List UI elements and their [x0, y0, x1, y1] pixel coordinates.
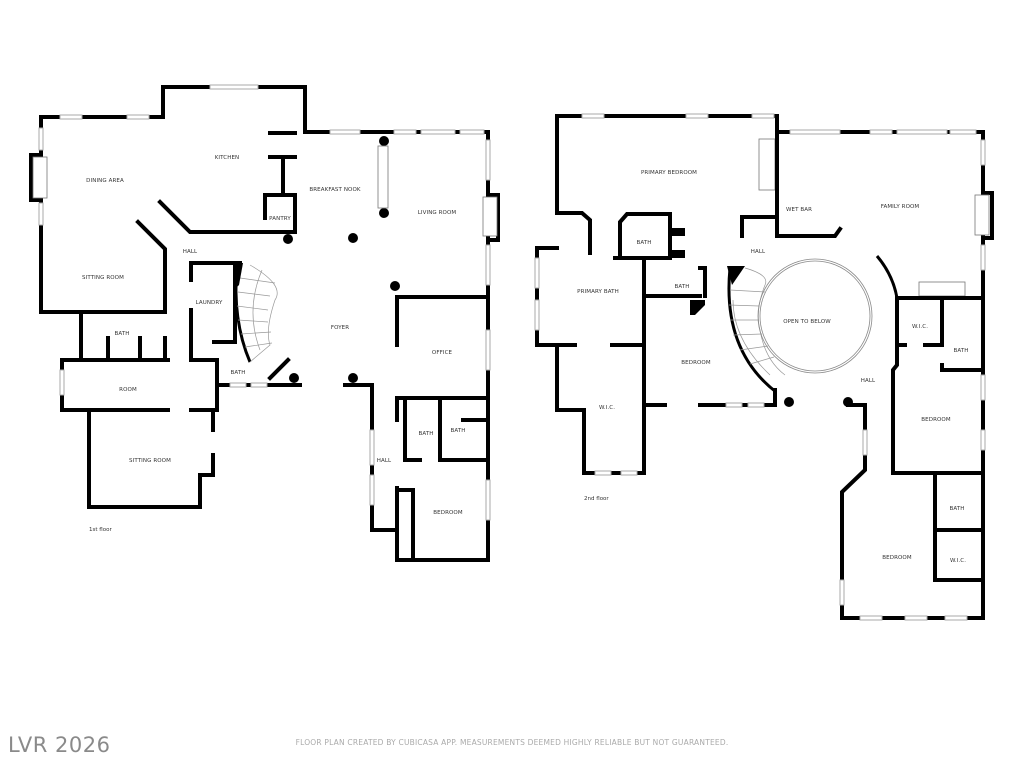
staircase-2 — [727, 266, 786, 394]
room-label-hall: HALL — [751, 249, 766, 255]
room-label-hall: HALL — [377, 458, 392, 464]
room-label-sitting: SITTING ROOM — [129, 458, 171, 464]
room-label-wic: W.I.C. — [912, 324, 928, 330]
room-label-wic: W.I.C. — [950, 558, 966, 564]
floor-2-labels: PRIMARY BEDROOM WET BAR FAMILY ROOM BATH… — [577, 170, 968, 564]
room-label-living: LIVING ROOM — [418, 210, 457, 216]
staircase-1 — [234, 263, 278, 363]
room-label-office: OFFICE — [432, 350, 453, 356]
room-label-bath: BATH — [114, 331, 129, 337]
room-label-bath: BATH — [450, 428, 465, 434]
room-label-bath: BATH — [636, 240, 651, 246]
room-label-dining: DINING AREA — [86, 178, 124, 184]
floor-1-walls — [29, 84, 500, 562]
room-label-wic: W.I.C. — [599, 405, 615, 411]
room-label-bedroom: BEDROOM — [681, 360, 711, 366]
floor-1-columns — [283, 136, 400, 383]
room-label-kitchen: KITCHEN — [215, 155, 240, 161]
room-label-bath: BATH — [949, 506, 964, 512]
floor-1-labels: DINING AREA KITCHEN BREAKFAST NOOK LIVIN… — [82, 155, 465, 533]
room-label-family: FAMILY ROOM — [881, 204, 920, 210]
room-label-bedroom: BEDROOM — [433, 510, 463, 516]
room-label-open-to-below: OPEN TO BELOW — [783, 319, 831, 325]
disclaimer-footer: FLOOR PLAN CREATED BY CUBICASA APP. MEAS… — [295, 738, 729, 747]
room-label-foyer: FOYER — [331, 325, 349, 331]
room-label-primary-bedroom: PRIMARY BEDROOM — [641, 170, 697, 176]
room-label-bath: BATH — [418, 431, 433, 437]
room-label-bedroom: BEDROOM — [921, 417, 951, 423]
room-label-bath: BATH — [230, 370, 245, 376]
room-label-bath: BATH — [674, 284, 689, 290]
floor-2-walls — [534, 113, 994, 621]
room-label-hall: HALL — [183, 249, 198, 255]
room-label-primary-bath: PRIMARY BATH — [577, 289, 619, 295]
floor-caption-1: 1st floor — [89, 527, 112, 533]
floor-2-columns — [784, 397, 853, 407]
room-label-room: ROOM — [119, 387, 137, 393]
room-label-laundry: LAUNDRY — [196, 300, 223, 306]
watermark: LVR 2026 — [8, 733, 111, 757]
room-label-breakfast: BREAKFAST NOOK — [309, 187, 361, 193]
room-label-bedroom: BEDROOM — [882, 555, 912, 561]
floor-caption-2: 2nd floor — [584, 496, 609, 502]
room-label-wet-bar: WET BAR — [786, 207, 812, 213]
room-label-hall: HALL — [861, 378, 876, 384]
room-label-pantry: PANTRY — [269, 216, 291, 222]
room-label-bath: BATH — [953, 348, 968, 354]
room-label-sitting: SITTING ROOM — [82, 275, 124, 281]
